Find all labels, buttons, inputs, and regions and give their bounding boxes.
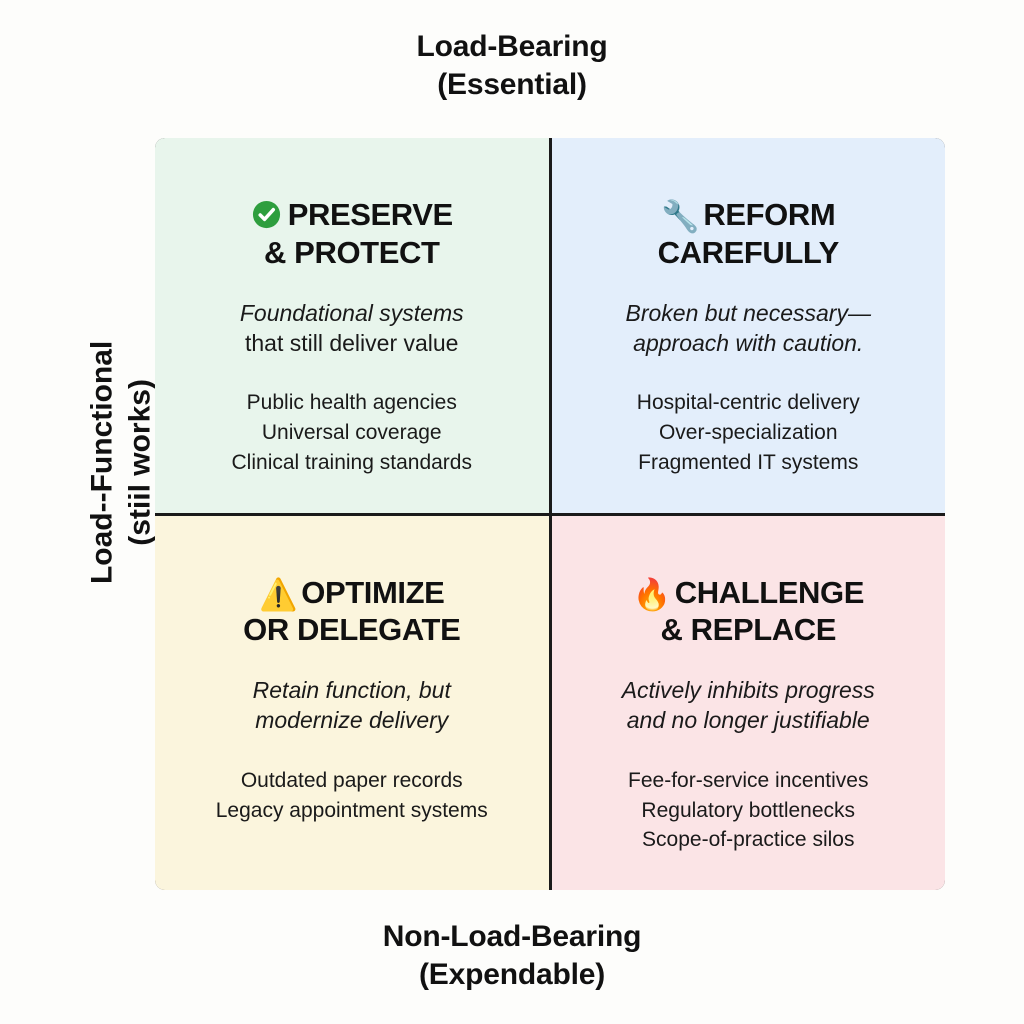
quadrant-optimize-title-line1: OPTIMIZE [301, 574, 445, 610]
list-item: Regulatory bottlenecks [641, 798, 856, 822]
quadrant-challenge-title-line2: & REPLACE [660, 612, 837, 648]
quadrant-reform-title-line2: CAREFULLY [657, 234, 840, 270]
quadrant-challenge[interactable]: 🔥CHALLENGE & REPLACE Actively inhibits p… [551, 515, 945, 890]
quadrant-preserve-description: Foundational systems that still deliver … [240, 298, 464, 359]
quadrant-optimize-description: Retain function, but modernize delivery [253, 675, 451, 736]
quadrant-optimize-title: ⚠️OPTIMIZE OR DELEGATE [243, 574, 461, 650]
list-item: Scope-of-practice silos [642, 828, 855, 852]
top-axis-label-line2: (Essential) [437, 68, 587, 102]
list-item: Legacy appointment systems [215, 798, 488, 822]
list-item: Over-specialization [658, 421, 838, 445]
quadrant-matrix: PRESERVE & PROTECT Foundational systems … [155, 138, 945, 890]
quadrant-optimize-item-list: Outdated paper records Legacy appointmen… [216, 766, 488, 826]
left-axis-label-line1: Load--Functional [85, 340, 119, 584]
quadrant-preserve-desc-line2: that still deliver value [244, 329, 459, 356]
quadrant-challenge-description: Actively inhibits progress and no longer… [622, 675, 875, 736]
quadrant-preserve-item-list: Public health agencies Universal coverag… [232, 388, 472, 477]
top-axis-label: Load-Bearing (Essential) [0, 28, 1024, 105]
quadrant-challenge-item-list: Fee-for-service incentives Regulatory bo… [628, 766, 868, 855]
quadrant-preserve-desc-line1: Foundational systems [239, 299, 464, 326]
list-item: Fragmented IT systems [638, 450, 859, 474]
green-check-circle-icon [252, 200, 280, 229]
quadrant-preserve-title: PRESERVE & PROTECT [251, 196, 453, 272]
quadrant-challenge-title-line1: CHALLENGE [674, 574, 865, 610]
list-item: Hospital-centric delivery [636, 391, 860, 415]
quadrant-optimize-desc-line2: modernize delivery [255, 707, 449, 734]
fire-icon: 🔥 [632, 576, 672, 612]
list-item: Clinical training standards [231, 450, 472, 474]
quadrant-challenge-desc-line1: Actively inhibits progress [621, 677, 875, 704]
quadrant-preserve-title-line1: PRESERVE [287, 197, 453, 232]
quadrant-optimize-desc-line1: Retain function, but [252, 677, 451, 704]
list-item: Outdated paper records [240, 768, 463, 792]
quadrant-reform[interactable]: 🔧REFORM CAREFULLY Broken but necessary— … [551, 138, 945, 513]
quadrant-optimize[interactable]: ⚠️OPTIMIZE OR DELEGATE Retain function, … [155, 515, 549, 890]
list-item: Public health agencies [246, 391, 457, 415]
top-axis-label-line1: Load-Bearing [416, 30, 608, 63]
bottom-axis-label-line2: (Expendable) [419, 958, 605, 992]
quadrant-reform-desc-line1: Broken but necessary— [625, 299, 871, 326]
quadrant-reform-title: 🔧REFORM CAREFULLY [657, 196, 840, 272]
list-item: Universal coverage [261, 421, 442, 445]
quadrant-optimize-title-line2: OR DELEGATE [243, 612, 461, 648]
quadrant-reform-item-list: Hospital-centric delivery Over-specializ… [637, 388, 860, 477]
quadrant-challenge-desc-line2: and no longer justifiable [626, 707, 870, 734]
quadrant-reform-description: Broken but necessary— approach with caut… [626, 298, 871, 359]
warning-triangle-icon: ⚠️ [259, 576, 298, 612]
list-item: Fee-for-service incentives [628, 768, 869, 792]
quadrant-challenge-title: 🔥CHALLENGE & REPLACE [633, 574, 865, 650]
wrench-icon: 🔧 [661, 199, 700, 234]
quadrant-preserve-title-line2: & PROTECT [263, 234, 440, 270]
bottom-axis-label-line1: Non-Load-Bearing [382, 920, 642, 953]
quadrant-reform-desc-line2: approach with caution. [633, 329, 864, 356]
quadrant-reform-title-line1: REFORM [703, 197, 836, 232]
bottom-axis-label: Non-Load-Bearing (Expendable) [0, 918, 1024, 995]
quadrant-preserve[interactable]: PRESERVE & PROTECT Foundational systems … [155, 138, 549, 513]
